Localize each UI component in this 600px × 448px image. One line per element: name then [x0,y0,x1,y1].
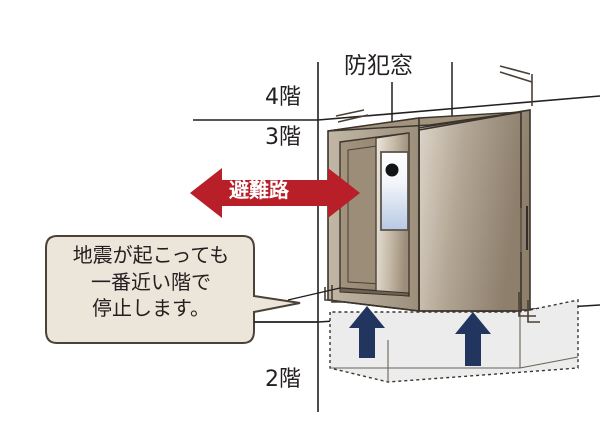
door-window [380,151,409,231]
callout-line-2: 一番近い階で [91,269,211,294]
callout-text: 地震が起こっても 一番近い階で 停止します。 [56,242,246,322]
callout-line-1: 地震が起こっても [72,243,230,267]
guide-rail-brackets [324,65,540,323]
sensor-dot-icon [385,163,399,177]
pit-box [329,299,579,383]
elevator-car [327,109,531,312]
security-window-label: 防犯窓 [344,53,413,79]
up-arrow-icon-left [349,306,385,358]
evacuation-route-label: 避難路 [229,178,289,202]
callout-line-3: 停止します。 [92,296,210,321]
floor-label-3: 3階 [265,125,301,150]
floor-label-2: 2階 [265,367,301,392]
callout-balloon [45,235,301,344]
up-arrow-icon-right [455,312,491,366]
double-arrow-icon [190,168,360,218]
callout-leader-upper [287,287,341,301]
floor-label-4: 4階 [265,85,301,110]
